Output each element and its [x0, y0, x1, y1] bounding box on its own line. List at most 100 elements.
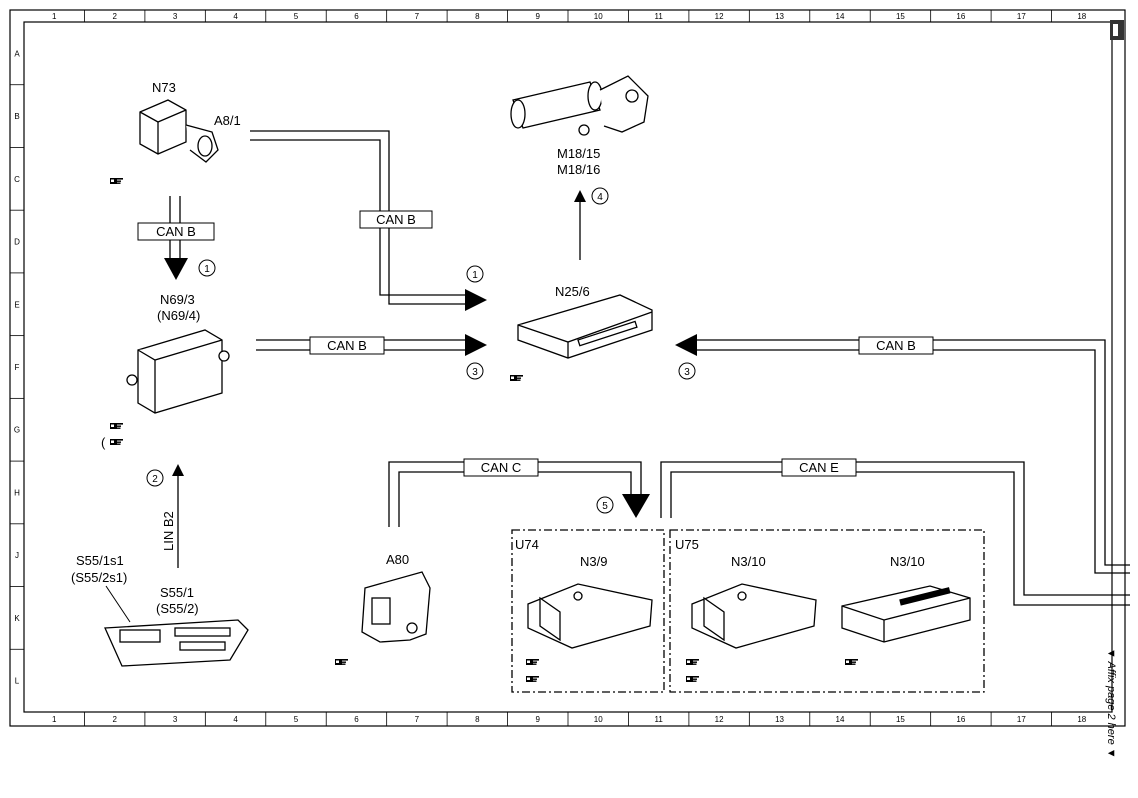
- step-3-left: 3: [472, 367, 478, 378]
- grid-col-top: 16: [956, 12, 965, 21]
- grid-col-top: 2: [112, 12, 117, 21]
- label-s55-2: (S55/2): [156, 601, 199, 616]
- grid-col-bottom: 10: [594, 715, 603, 724]
- label-n25-6: N25/6: [555, 284, 590, 299]
- label-m18-16: M18/16: [557, 162, 600, 177]
- grid-row-label: F: [15, 363, 20, 372]
- label-n69-4: (N69/4): [157, 308, 200, 323]
- grid-col-top: 15: [896, 12, 905, 21]
- grid-col-top: 1: [52, 12, 57, 21]
- grid-col-bottom: 13: [775, 715, 784, 724]
- grid-col-bottom: 2: [112, 715, 117, 724]
- step-1-n73: 1: [204, 264, 210, 275]
- grid-col-bottom: 16: [956, 715, 965, 724]
- step-1-a8: 1: [472, 270, 478, 281]
- can-b-line-a8: [250, 130, 465, 305]
- grid-col-bottom: 1: [52, 715, 57, 724]
- label-n69-3: N69/3: [160, 292, 195, 307]
- label-a8-1: A8/1: [214, 113, 241, 128]
- grid-col-top: 12: [715, 12, 724, 21]
- grid-col-top: 4: [233, 12, 238, 21]
- can-b-label-1: CAN B: [376, 212, 416, 227]
- a80-module-icon: [361, 571, 431, 643]
- bus-labels: CAN B CAN B CAN B CAN B CAN C CAN E LIN …: [137, 210, 934, 551]
- step-2: 2: [152, 474, 158, 485]
- engine-ecu-n3-10b-icon: [841, 585, 971, 643]
- label-a80: A80: [386, 552, 409, 567]
- grid-row-label: D: [14, 238, 20, 247]
- bus-lines: [169, 130, 1130, 606]
- can-c-label: CAN C: [481, 460, 521, 475]
- grid-row-label: E: [14, 300, 19, 309]
- can-e-label: CAN E: [799, 460, 839, 475]
- label-u75: U75: [675, 537, 699, 552]
- grid-col-bottom: 8: [475, 715, 480, 724]
- engine-ecu-n3-10-icon: [691, 583, 817, 649]
- grid-col-top: 5: [294, 12, 299, 21]
- label-n3-9: N3/9: [580, 554, 607, 569]
- grid-col-top: 13: [775, 12, 784, 21]
- control-unit-icon: [517, 294, 653, 359]
- grid-row-label: B: [14, 112, 19, 121]
- can-b-label-3: CAN B: [327, 338, 367, 353]
- arrowheads: [164, 190, 697, 518]
- grid-col-top: 17: [1017, 12, 1026, 21]
- grid-col-bottom: 17: [1017, 715, 1026, 724]
- grid-col-top: 11: [655, 12, 664, 21]
- grid-col-bottom: 5: [294, 715, 299, 724]
- can-b-label-2: CAN B: [156, 224, 196, 239]
- u74-group-box: [511, 529, 665, 693]
- grid-row-label: G: [14, 426, 20, 435]
- grid-row-label: J: [15, 551, 19, 560]
- grid-col-top: 3: [173, 12, 178, 21]
- step-4: 4: [597, 192, 603, 203]
- motor-icon: [510, 75, 649, 136]
- grid-col-top: 7: [415, 12, 420, 21]
- grid-col-top: 10: [594, 12, 603, 21]
- grid-col-top: 9: [536, 12, 541, 21]
- paren-mark: (: [101, 435, 106, 450]
- grid-col-top: 18: [1077, 12, 1086, 21]
- grid-row-label: L: [15, 677, 20, 686]
- grid-col-top: 8: [475, 12, 480, 21]
- grid-row-label: C: [14, 175, 20, 184]
- grid-col-bottom: 9: [536, 715, 541, 724]
- label-s55-1: S55/1: [160, 585, 194, 600]
- can-b-label-4: CAN B: [876, 338, 916, 353]
- grid-col-bottom: 3: [173, 715, 178, 724]
- grid-ruler-labels: 1122334455667788991010111112121313141415…: [14, 12, 1087, 724]
- grid-ruler: [10, 10, 1052, 726]
- s55-leader-line: [105, 585, 131, 623]
- label-n3-10-b: N3/10: [890, 554, 925, 569]
- step-3-right: 3: [684, 367, 690, 378]
- engine-ecu-n3-9-icon: [527, 583, 653, 649]
- label-s55-2s1: (S55/2s1): [71, 570, 127, 585]
- grid-col-top: 6: [354, 12, 359, 21]
- label-n3-10-a: N3/10: [731, 554, 766, 569]
- label-n73: N73: [152, 80, 176, 95]
- grid-col-bottom: 6: [354, 715, 359, 724]
- component-labels: N73 A8/1 M18/15 M18/16 N69/3 (N69/4) N25…: [71, 80, 925, 616]
- ignition-switch-icon: [139, 99, 219, 163]
- grid-row-label: A: [14, 49, 20, 58]
- grid-col-bottom: 11: [655, 715, 664, 724]
- lin-b2-label: LIN B2: [161, 511, 176, 551]
- grid-row-label: H: [14, 488, 20, 497]
- u75-group-box: [669, 529, 985, 693]
- grid-col-bottom: 15: [896, 715, 905, 724]
- label-s55-1s1: S55/1s1: [76, 553, 124, 568]
- affix-note: ▼ Affix page 2 here ▼: [1105, 648, 1117, 759]
- grid-col-bottom: 7: [415, 715, 420, 724]
- label-m18-15: M18/15: [557, 146, 600, 161]
- step-markers: [146, 187, 696, 514]
- page-corner-icon: [1110, 20, 1124, 40]
- grid-col-bottom: 14: [836, 715, 845, 724]
- label-u74: U74: [515, 537, 539, 552]
- grid-col-top: 14: [836, 12, 845, 21]
- door-module-icon: [126, 329, 230, 414]
- outer-frame: [9, 9, 1126, 727]
- grid-col-bottom: 4: [233, 715, 238, 724]
- seat-switch-panel-icon: [104, 619, 249, 667]
- step-5: 5: [602, 501, 608, 512]
